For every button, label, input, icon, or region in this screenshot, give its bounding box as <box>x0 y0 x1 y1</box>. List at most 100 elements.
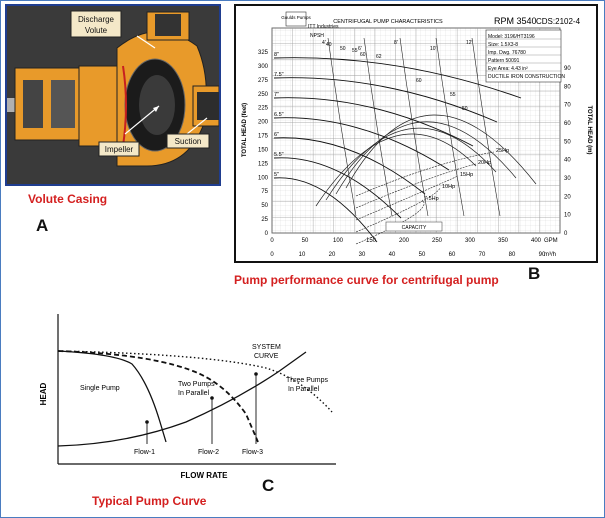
discharge-volute-label-box <box>70 10 122 38</box>
x-gpm-unit: GPM <box>544 238 558 244</box>
npsh-line-0 <box>327 37 357 217</box>
npsh-value-label: 6' <box>358 46 362 52</box>
efficiency-curve-3 <box>345 114 537 189</box>
y-left-tick: 150 <box>258 147 269 153</box>
efficiency-value-label: 55 <box>352 48 358 54</box>
flow-2-label: Flow-2 <box>198 449 219 456</box>
y-left-tick: 175 <box>258 134 269 140</box>
head-curve-5 <box>273 157 402 219</box>
x-gpm-tick: 100 <box>333 238 344 244</box>
system-curve-label-1: SYSTEM <box>252 344 281 351</box>
x-m3h-tick: 50 <box>419 252 426 258</box>
panel-a-letter: A <box>36 216 49 235</box>
y-left-tick: 225 <box>258 106 269 112</box>
info-line-4: Eye Area: 4.43 in² <box>488 66 528 72</box>
three-pumps-label-1: Three Pumps <box>286 377 329 384</box>
c-x-axis-title: FLOW RATE <box>181 471 229 480</box>
hp-label: 10Hp <box>442 184 455 190</box>
efficiency-value-label: 60 <box>360 52 366 58</box>
y-left-tick: 300 <box>258 64 269 70</box>
flow-1-label: Flow-1 <box>134 449 155 456</box>
hp-label: 20Hp <box>478 160 491 166</box>
impeller-diam-label: 7" <box>274 92 279 98</box>
flow-3-label: Flow-3 <box>242 449 263 456</box>
head-curve-4 <box>273 137 426 195</box>
npsh-value-label: 10' <box>430 46 437 52</box>
volute-casing-photo: Discharge Volute Impeller Suction <box>5 4 221 186</box>
impeller-diam-label: 6.5" <box>274 112 284 118</box>
x-gpm-tick: 0 <box>270 238 274 244</box>
info-line-5: DUCTILE IRON CONSTRUCTION <box>488 74 565 80</box>
y-left-tick: 50 <box>261 203 268 209</box>
efficiency-value-label: 40 <box>326 42 332 48</box>
suction-label: Suction <box>175 137 202 146</box>
y-right-axis-title: TOTAL HEAD (m) <box>586 106 592 155</box>
y-left-tick: 250 <box>258 92 269 98</box>
y-left-axis-title: TOTAL HEAD (feet) <box>242 103 248 157</box>
npsh-line-2 <box>399 37 429 217</box>
hp-label: 15Hp <box>460 172 473 178</box>
x-m3h-unit: m³/h <box>544 252 556 258</box>
pump-cutaway-illustration: Discharge Volute Impeller Suction <box>7 6 219 184</box>
hp-label: 7.5Hp <box>424 196 439 202</box>
y-right-tick: 0 <box>564 231 568 237</box>
efficiency-value-label: 50 <box>462 106 468 112</box>
system-curve <box>57 351 307 447</box>
x-m3h-tick: 90 <box>539 252 546 258</box>
performance-chart-svg: Goulds Pumps ITT Industries CENTRIFUGAL … <box>242 11 592 258</box>
npsh-line-3 <box>435 37 465 217</box>
y-right-tick: 40 <box>564 158 571 164</box>
y-right-tick: 20 <box>564 194 571 200</box>
head-curve-1 <box>273 77 498 123</box>
efficiency-curve-2 <box>335 121 517 195</box>
x-gpm-tick: 150 <box>366 238 377 244</box>
x-gpm-tick: 350 <box>498 238 509 244</box>
volute-label: Volute <box>85 26 108 35</box>
x-m3h-tick: 70 <box>479 252 486 258</box>
hp-line-3 <box>355 187 441 233</box>
single-pump-label: Single Pump <box>80 385 120 392</box>
company-line2: ITT Industries <box>308 24 339 30</box>
impeller-diam-label: 5" <box>274 172 279 178</box>
impeller-diam-label: 7.5" <box>274 72 284 78</box>
rpm-label: RPM 3540 <box>494 16 537 26</box>
three-pumps-label-2: In Parallel <box>288 386 320 393</box>
single-pump-curve <box>57 350 167 443</box>
impeller-diam-label: 8" <box>274 52 279 58</box>
typical-pump-curve-chart: HEAD FLOW RATE SYSTEM CURVE Single Pump … <box>36 304 340 504</box>
typical-pump-curve-caption: Typical Pump Curve <box>92 494 207 508</box>
efficiency-value-label: 62 <box>376 54 382 60</box>
impeller-diam-label: 6" <box>274 132 279 138</box>
y-right-tick: 30 <box>564 176 571 182</box>
x-gpm-tick: 250 <box>432 238 443 244</box>
two-pumps-label-2: In Parallel <box>178 390 210 397</box>
panel-b-letter: B <box>528 264 541 283</box>
y-left-tick: 75 <box>261 189 268 195</box>
discharge-label: Discharge <box>78 15 115 24</box>
cds-label: CDS:2102-4 <box>536 17 581 26</box>
performance-curve-caption: Pump performance curve for centrifugal p… <box>234 273 499 287</box>
hp-line-4 <box>355 199 425 245</box>
hp-line-0 <box>355 151 495 197</box>
y-left-tick: 100 <box>258 175 269 181</box>
volute-casing-caption: Volute Casing <box>28 192 108 206</box>
two-pumps-curve <box>57 350 259 443</box>
y-right-tick: 10 <box>564 213 571 219</box>
info-line-0: Model: 3196/HT3196 <box>488 34 535 40</box>
pump-performance-chart: Goulds Pumps ITT Industries CENTRIFUGAL … <box>234 4 598 263</box>
x-gpm-tick: 200 <box>399 238 410 244</box>
y-left-tick: 200 <box>258 120 269 126</box>
npsh-value-label: 12' <box>466 40 473 46</box>
y-right-tick: 60 <box>564 121 571 127</box>
x-m3h-tick: 80 <box>509 252 516 258</box>
head-curve-0 <box>273 57 522 99</box>
x-m3h-tick: 40 <box>389 252 396 258</box>
hp-line-1 <box>355 163 477 209</box>
x-m3h-tick: 0 <box>270 252 274 258</box>
y-left-tick: 25 <box>261 217 268 223</box>
y-left-tick: 275 <box>258 78 269 84</box>
info-line-3: Pattern 50091 <box>488 58 520 64</box>
npsh-line-4 <box>471 37 501 217</box>
y-right-tick: 90 <box>564 66 571 72</box>
chart-b-title: CENTRIFUGAL PUMP CHARACTERISTICS <box>333 19 443 25</box>
